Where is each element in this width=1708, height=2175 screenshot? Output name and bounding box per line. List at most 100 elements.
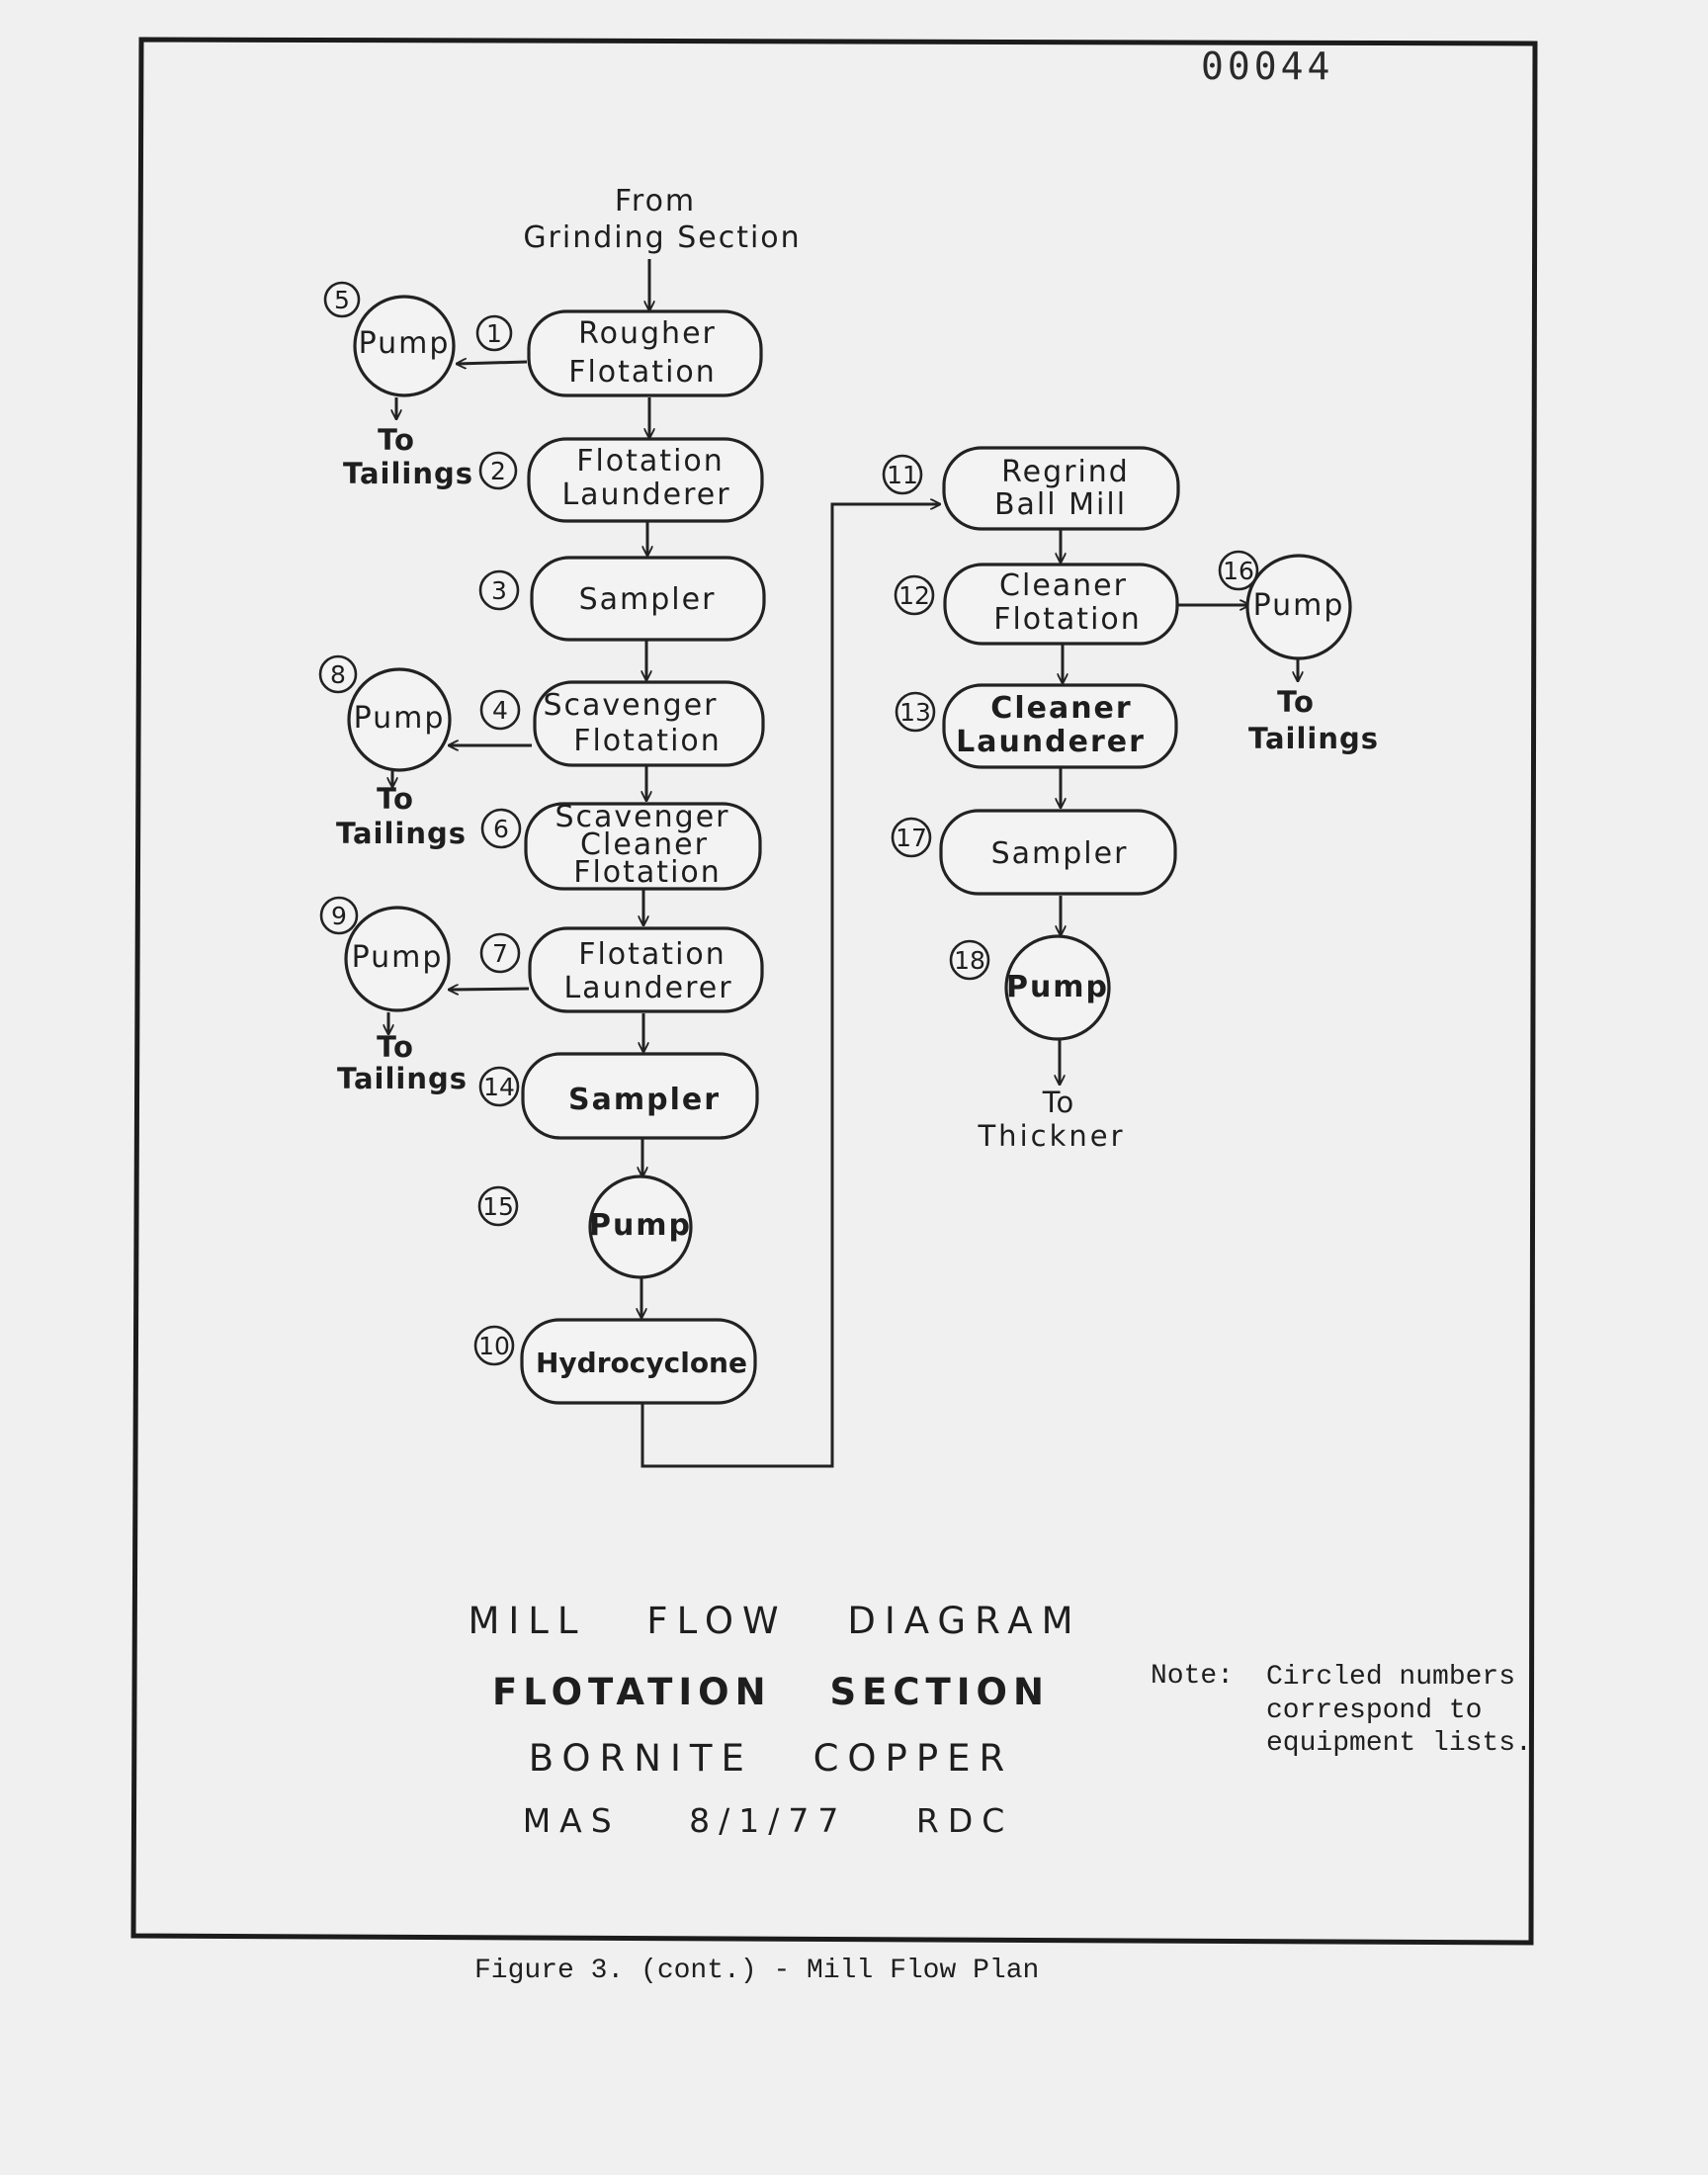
outlet-label: To xyxy=(377,782,414,816)
connectors xyxy=(388,259,1298,1468)
outlet-label: To xyxy=(1277,685,1315,719)
unit-pump-15: Pump 15 xyxy=(477,1174,693,1279)
equipment-number: 7 xyxy=(492,939,508,968)
equipment-number-badge xyxy=(480,808,522,849)
unit-label: Launderer xyxy=(561,478,730,512)
unit-sampler-3: Sampler 3 xyxy=(478,556,766,642)
equipment-number: 12 xyxy=(898,581,930,610)
pump-circle xyxy=(588,1174,693,1279)
unit-label: Pump xyxy=(1253,588,1345,623)
title-line: MAS 8/1/77 RDC xyxy=(523,1801,1014,1840)
unit-cleaner-flotation: Cleaner Flotation 12 xyxy=(894,563,1179,646)
stamp-number: 00044 xyxy=(1201,44,1333,88)
pump-circle xyxy=(1245,554,1352,660)
unit-label: Sampler xyxy=(991,836,1129,871)
unit-label: Pump xyxy=(359,326,451,361)
equipment-number: 11 xyxy=(887,461,918,489)
unit-label: Cleaner xyxy=(999,568,1128,603)
unit-cleaner-launderer: Cleaner Launderer 13 xyxy=(895,683,1178,769)
unit-sampler-17: Sampler 17 xyxy=(891,809,1177,896)
note-line: equipment lists. xyxy=(1266,1728,1532,1759)
equipment-number: 17 xyxy=(896,824,927,852)
equipment-number: 1 xyxy=(486,319,502,348)
unit-label: Flotation xyxy=(573,724,722,758)
unit-label: Scavenger xyxy=(544,688,719,723)
source-line: Grinding Section xyxy=(523,220,801,255)
outlet-label: Tailings xyxy=(1248,722,1379,755)
equipment-number-badge xyxy=(894,574,935,616)
equipment-number-badge xyxy=(323,281,361,318)
equipment-number-badge xyxy=(479,932,521,974)
equipment-number-badge xyxy=(478,1066,520,1107)
connector xyxy=(449,989,530,990)
pump-circle xyxy=(347,667,452,772)
process-box xyxy=(521,1052,759,1140)
process-box xyxy=(524,802,762,891)
connector xyxy=(640,504,940,1468)
equipment-number-badge xyxy=(477,1185,519,1227)
unit-label: Flotation xyxy=(568,355,717,390)
unit-label: Cleaner xyxy=(580,827,709,862)
title-block: MILL FLOW DIAGRAM FLOTATION SECTION BORN… xyxy=(468,1600,1072,1840)
equipment-number-badge xyxy=(478,569,520,611)
outlet-label: To xyxy=(1042,1086,1075,1119)
unit-label: Flotation xyxy=(576,444,725,478)
outlet-label: To xyxy=(377,1030,414,1064)
title-line: BORNITE COPPER xyxy=(529,1737,1014,1780)
process-box xyxy=(530,556,766,642)
equipment-number: 2 xyxy=(490,457,506,485)
note-line: Circled numbers xyxy=(1266,1662,1515,1693)
unit-hydrocyclone: Hydrocyclone 10 xyxy=(473,1318,757,1405)
equipment-number-badge xyxy=(1218,550,1259,591)
unit-label: Pump xyxy=(1006,970,1109,1004)
equipment-number-badge xyxy=(319,896,359,935)
process-box xyxy=(943,563,1179,646)
unit-pump-5: Pump 5 To Tailings xyxy=(323,281,472,490)
equipment-number-badge xyxy=(318,654,358,694)
unit-regrind-ball-mill: Regrind Ball Mill 11 xyxy=(882,446,1180,531)
equipment-number-badge xyxy=(475,314,513,352)
source-label: From Grinding Section xyxy=(523,184,801,255)
source-line: From xyxy=(615,184,696,218)
unit-flotation-launderer-7: Flotation Launderer 7 xyxy=(479,926,764,1013)
equipment-number-badge xyxy=(479,689,521,731)
equipment-number: 9 xyxy=(331,902,347,930)
process-box xyxy=(520,1318,757,1405)
unit-label: Hydrocyclone xyxy=(536,1347,747,1379)
equipment-number: 15 xyxy=(482,1192,514,1221)
process-box xyxy=(942,683,1178,769)
equipment-number: 8 xyxy=(330,660,346,689)
unit-label: Launderer xyxy=(563,971,732,1005)
unit-label: Flotation xyxy=(578,937,726,972)
equipment-number: 13 xyxy=(899,698,931,727)
equipment-number: 4 xyxy=(492,696,508,725)
pump-circle xyxy=(1004,934,1111,1041)
equipment-number-badge xyxy=(473,1325,515,1366)
unit-label: Pump xyxy=(352,940,444,975)
equipment-number: 6 xyxy=(493,815,509,843)
unit-pump-18: Pump 18 To Thickner xyxy=(949,934,1123,1153)
pump-circle xyxy=(344,906,451,1012)
equipment-number-badge xyxy=(891,817,932,858)
drawing-border xyxy=(130,37,1538,1946)
unit-label: Sampler xyxy=(568,1083,721,1117)
unit-flotation-launderer-2: Flotation Launderer 2 xyxy=(478,437,764,523)
equipment-number-badge xyxy=(478,451,518,490)
unit-label: Launderer xyxy=(956,725,1146,759)
equipment-number-badge xyxy=(882,454,923,495)
equipment-number: 14 xyxy=(483,1073,515,1101)
equipment-number: 16 xyxy=(1223,557,1254,585)
process-box xyxy=(939,809,1177,896)
equipment-number: 5 xyxy=(334,286,350,314)
process-box xyxy=(528,926,764,1013)
process-box xyxy=(533,680,765,767)
connector xyxy=(457,362,528,364)
equipment-number: 18 xyxy=(954,946,985,975)
unit-label: Scavenger xyxy=(555,800,730,834)
unit-rougher-flotation: Rougher Flotation 1 xyxy=(475,309,763,397)
outlet-label: Tailings xyxy=(336,817,467,850)
unit-label: Ball Mill xyxy=(994,487,1127,522)
process-box xyxy=(942,446,1180,531)
